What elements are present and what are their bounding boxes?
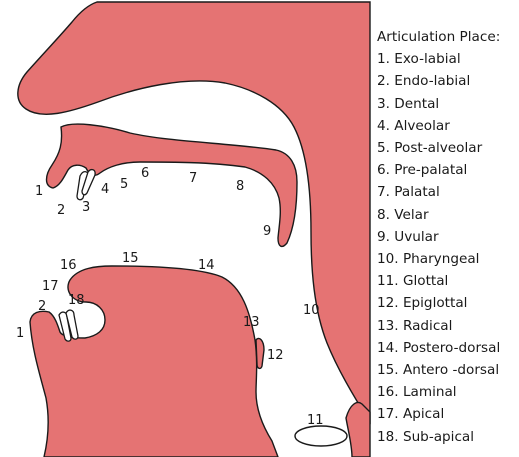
legend-item: 7. Palatal: [377, 181, 500, 203]
upper-label-7: 7: [189, 171, 197, 186]
epiglottis: [256, 338, 264, 368]
lower-label-16: 16: [60, 258, 77, 273]
glottis-ellipse: [295, 426, 347, 446]
legend-item: 18. Sub-apical: [377, 426, 500, 448]
legend-item: 4. Alveolar: [377, 115, 500, 137]
legend-item: 14. Postero-dorsal: [377, 337, 500, 359]
lower-label-18: 18: [68, 293, 85, 308]
legend-item: 13. Radical: [377, 315, 500, 337]
lower-label-17: 17: [42, 279, 59, 294]
lower-label-11: 11: [307, 413, 324, 428]
lower-label-14: 14: [198, 258, 215, 273]
legend-item: 10. Pharyngeal: [377, 248, 500, 270]
legend-item: 1. Exo-labial: [377, 48, 500, 70]
legend-item: 12. Epiglottal: [377, 292, 500, 314]
larynx-wall: [346, 403, 370, 457]
legend-item: 16. Laminal: [377, 381, 500, 403]
legend-item: 15. Antero -dorsal: [377, 359, 500, 381]
upper-label-8: 8: [236, 179, 244, 194]
legend-item: 11. Glottal: [377, 270, 500, 292]
lower-label-13: 13: [243, 315, 260, 330]
upper-label-2: 2: [57, 203, 65, 218]
legend-item: 2. Endo-labial: [377, 70, 500, 92]
lower-label-12: 12: [267, 348, 284, 363]
upper-label-5: 5: [120, 177, 128, 192]
legend-item: 3. Dental: [377, 93, 500, 115]
legend-item: 8. Velar: [377, 204, 500, 226]
legend-item: 6. Pre-palatal: [377, 159, 500, 181]
legend-title: Articulation Place:: [377, 26, 500, 48]
legend-item: 5. Post-alveolar: [377, 137, 500, 159]
upper-label-9: 9: [263, 224, 271, 239]
articulation-legend: Articulation Place: 1. Exo-labial 2. End…: [377, 26, 500, 448]
lower-label-1: 1: [16, 326, 24, 341]
upper-label-1: 1: [35, 184, 43, 199]
upper-label-4: 4: [101, 182, 109, 197]
lower-label-10: 10: [303, 303, 320, 318]
legend-list: 1. Exo-labial 2. Endo-labial 3. Dental 4…: [377, 48, 500, 448]
upper-label-6: 6: [141, 166, 149, 181]
legend-item: 9. Uvular: [377, 226, 500, 248]
lower-label-2: 2: [38, 299, 46, 314]
legend-item: 17. Apical: [377, 403, 500, 425]
upper-label-3: 3: [82, 200, 90, 215]
lower-label-15: 15: [122, 251, 139, 266]
